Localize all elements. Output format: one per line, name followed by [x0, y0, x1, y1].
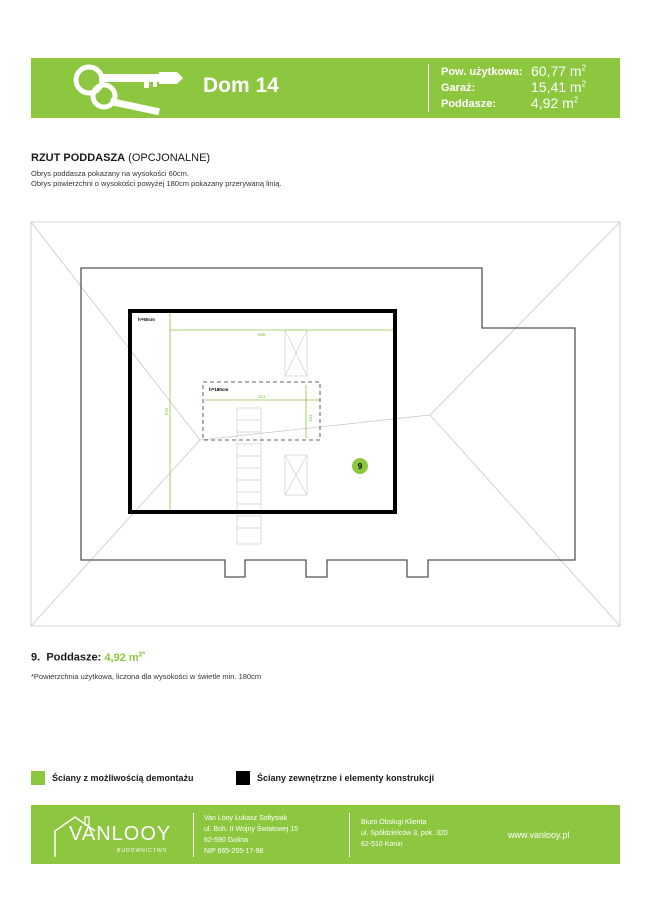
note-attic-outline: Obrys poddasza pokazany na wysokości 60c…: [31, 169, 189, 178]
roof-outline: [30, 221, 621, 627]
legend-swatch-black: [236, 771, 250, 785]
footer-divider: [349, 813, 350, 857]
room-marker: [352, 458, 368, 474]
footnote: *Powierzchnia użytkowa, liczona dla wyso…: [31, 672, 262, 681]
dim-label-525: 525: [164, 407, 169, 415]
stairs: [236, 407, 262, 545]
section-title: RZUT PODDASZA (OPCJONALNE): [31, 152, 211, 164]
room-marker-number: 9: [358, 462, 363, 471]
roof-ridge-line: [199, 414, 431, 441]
label-h60: h=60cm: [138, 317, 155, 322]
stat-label-garage: Garaż:: [441, 82, 476, 94]
roof-window: [284, 454, 308, 496]
house-logo-icon: [54, 816, 96, 857]
legend-label-black: Ściany zewnętrzne i elementy konstrukcji: [257, 773, 435, 783]
header-banner: Dom 14 Pow. użytkowa: 60,77 m2 Garaż: 15…: [31, 58, 620, 118]
attic-wall-outline: [128, 309, 397, 514]
logo-text: VANLOOY: [69, 823, 172, 845]
stat-value-usable: 60,77 m2: [531, 63, 587, 79]
label-h180: h=180cm: [209, 387, 228, 392]
stat-label-usable: Pow. użytkowa:: [441, 66, 523, 78]
house-title: Dom 14: [203, 74, 279, 97]
h180-dashed-outline: [202, 381, 321, 441]
logo-subtitle: BUDOWNICTWO: [117, 848, 168, 854]
footer-divider: [193, 813, 194, 857]
note-dashed-outline: Obrys powierzchni o wysokości powyżej 18…: [31, 179, 282, 188]
legend-label-green: Ściany z możliwością demontażu: [52, 773, 194, 783]
legend-swatch-green: [31, 771, 45, 785]
dim-label-154: 154: [308, 414, 313, 422]
stat-value-garage: 15,41 m2: [531, 79, 587, 95]
stat-label-attic: Poddasze:: [441, 98, 497, 110]
room-summary: 9. Poddasze: 4,92 m2*: [31, 651, 146, 664]
roof-ridge-line: [429, 221, 621, 416]
company-address: Van Looy Łukasz Sołtysiak ul. Boh. II Wo…: [204, 815, 299, 855]
stat-value-attic: 4,92 m2: [531, 95, 579, 111]
roof-ridge-line: [30, 221, 201, 441]
roof-ridge-line: [429, 414, 621, 627]
outer-walls-outline: [80, 267, 576, 578]
office-address: Biuro Obsługi Klienta ul. Spółdzielców 3…: [361, 819, 448, 848]
website-link[interactable]: www.vanlooy.pl: [508, 830, 570, 840]
keys-icon: [73, 64, 183, 116]
dim-label-321: 321: [258, 394, 266, 399]
roof-ridge-line: [30, 439, 201, 627]
dim-label-688: 688: [258, 332, 266, 337]
footer-banner: VANLOOY BUDOWNICTWO Van Looy Łukasz Sołt…: [31, 805, 620, 864]
header-divider: [428, 64, 429, 112]
